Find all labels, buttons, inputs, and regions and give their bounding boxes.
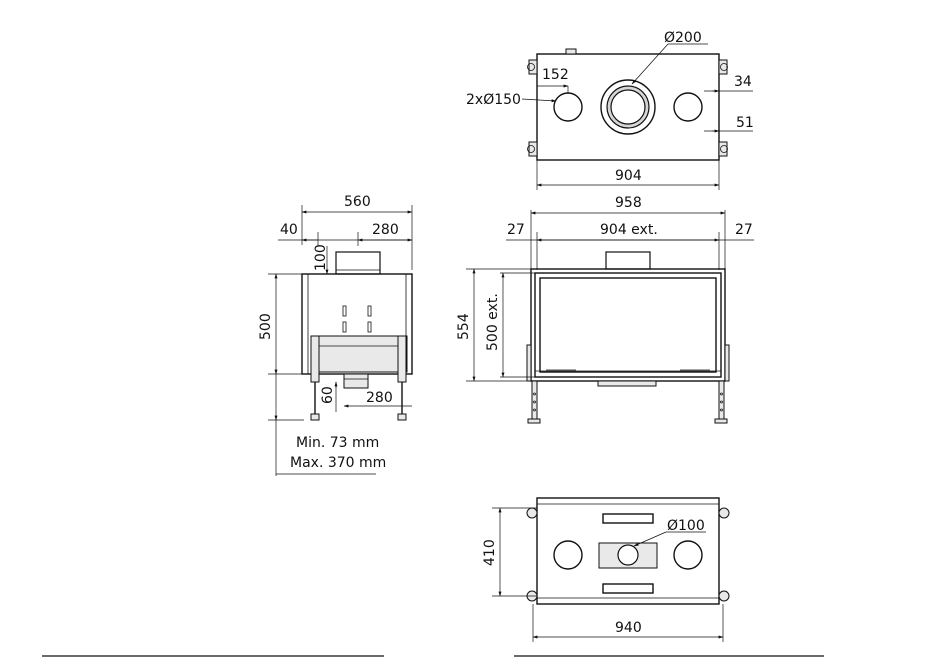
- front-frame: [535, 273, 721, 377]
- bottom-view: Ø100 410 940: [482, 498, 729, 642]
- dim-500-label: 500: [258, 313, 274, 340]
- front-legs: [528, 381, 727, 423]
- dim-34-label: 34: [734, 74, 752, 90]
- bottom-air-inlet: [618, 545, 638, 565]
- dim-500-ext-label: 500 ext.: [485, 293, 501, 351]
- front-flue-collar: [606, 252, 650, 269]
- dim-152-label: 152: [542, 67, 569, 83]
- side-flue-collar: [336, 252, 380, 274]
- bottom-hole-left: [554, 541, 582, 569]
- front-view: 958 27 904 ext. 27: [456, 195, 754, 423]
- side-hole-right: [674, 93, 702, 121]
- side-slots: [343, 306, 371, 332]
- front-outer-frame: [531, 269, 725, 381]
- dim-280-bottom-label: 280: [366, 390, 393, 406]
- dim-904-ext-label: 904 ext.: [600, 222, 658, 238]
- dim-60-label: 60: [320, 386, 336, 404]
- side-bottom-outlet: [344, 374, 368, 388]
- dim-280-top-label: 280: [372, 222, 399, 238]
- flue-diameter-label: Ø200: [664, 30, 702, 46]
- side-hole-left: [554, 93, 582, 121]
- flue-collar-core: [611, 90, 645, 124]
- dim-27-right-label: 27: [735, 222, 753, 238]
- dim-904-label: 904: [615, 168, 642, 184]
- side-holes-label: 2xØ150: [466, 92, 521, 108]
- bottom-hole-right: [674, 541, 702, 569]
- bottom-slot-bottom: [603, 584, 653, 593]
- dim-958-label: 958: [615, 195, 642, 211]
- dim-940-label: 940: [615, 620, 642, 636]
- front-glass: [540, 278, 716, 372]
- bottom-slot-top: [603, 514, 653, 523]
- dim-40-label: 40: [280, 222, 298, 238]
- max-height-label: Max. 370 mm: [290, 455, 386, 471]
- dim-410-label: 410: [482, 539, 498, 566]
- top-view: Ø200 152 2xØ150 34 51 904: [466, 30, 754, 190]
- dim-560-label: 560: [344, 194, 371, 210]
- dim-51-label: 51: [736, 115, 754, 131]
- top-view-flange: [566, 49, 576, 54]
- min-height-label: Min. 73 mm: [296, 435, 379, 451]
- side-frame-band: [311, 336, 407, 372]
- dim-27-left-label: 27: [507, 222, 525, 238]
- side-view: 560 40 280 100: [258, 194, 412, 476]
- dia-100-label: Ø100: [667, 518, 705, 534]
- dim-100-label: 100: [313, 244, 329, 271]
- dim-554-label: 554: [456, 313, 472, 340]
- front-bottom-outlet: [598, 381, 656, 386]
